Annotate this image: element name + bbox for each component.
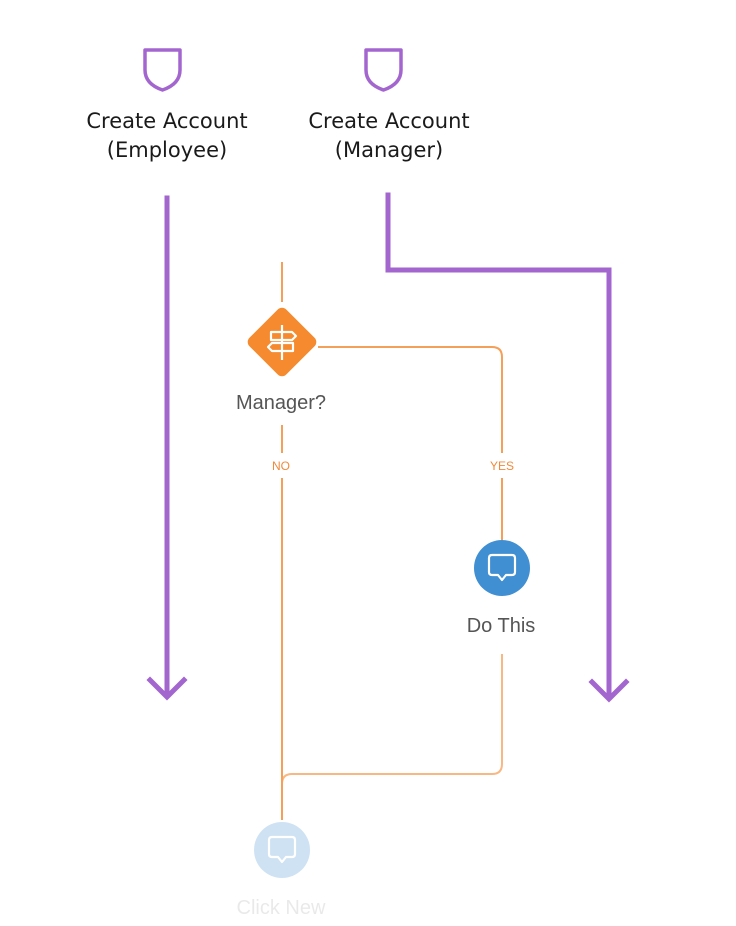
shield-icon bbox=[364, 48, 403, 92]
persona-employee-title: Create Account bbox=[86, 109, 247, 133]
decision-label: Manager? bbox=[236, 392, 326, 414]
step-label-do-this: Do This bbox=[467, 615, 536, 637]
step-label-click-new: Click New bbox=[237, 897, 326, 919]
persona-paths bbox=[146, 192, 630, 703]
step-node-do-this[interactable] bbox=[474, 540, 530, 596]
signpost-icon bbox=[266, 325, 298, 360]
branch-label-no: NO bbox=[272, 459, 290, 473]
persona-path-manager bbox=[385, 192, 612, 698]
flow-line-merge bbox=[281, 654, 503, 785]
persona-manager-title: Create Account bbox=[308, 109, 469, 133]
shield-icon bbox=[143, 48, 182, 92]
arrowhead-employee bbox=[146, 676, 188, 701]
step-node-click-new[interactable] bbox=[254, 822, 310, 878]
flow-line-yes-branch bbox=[318, 346, 503, 453]
persona-employee-subtitle: (Employee) bbox=[107, 138, 227, 162]
message-icon bbox=[487, 553, 517, 582]
persona-manager-subtitle: (Manager) bbox=[335, 138, 443, 162]
arrowhead-manager bbox=[588, 678, 630, 703]
flow-connectors bbox=[281, 262, 503, 820]
decision-node[interactable] bbox=[245, 305, 319, 379]
branch-label-yes: YES bbox=[490, 459, 514, 473]
message-icon bbox=[267, 835, 297, 864]
